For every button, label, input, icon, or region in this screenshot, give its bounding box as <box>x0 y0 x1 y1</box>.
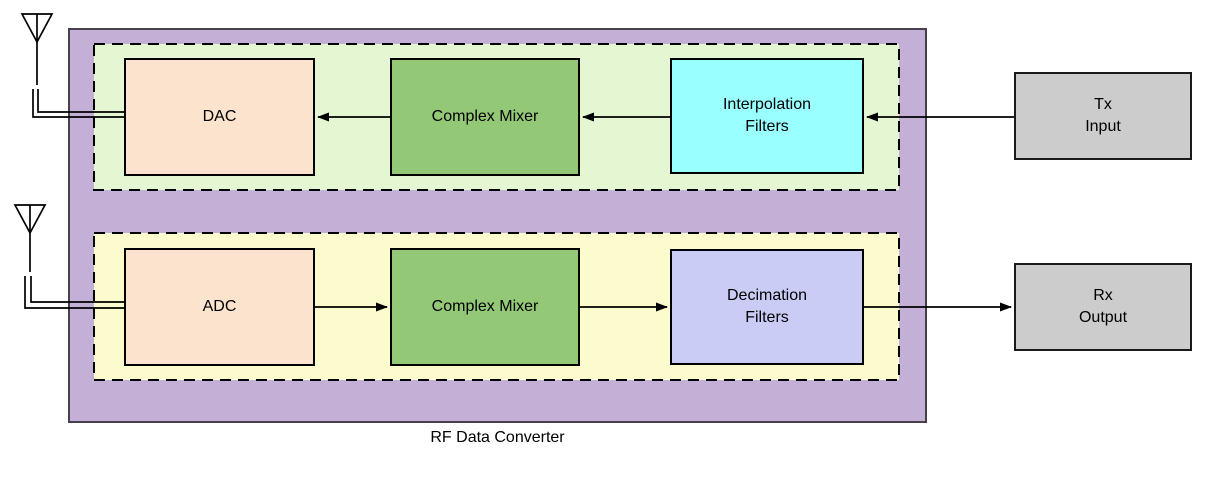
block-label: Rx <box>1093 287 1113 305</box>
block-label: Filters <box>745 118 789 135</box>
tx-complex-mixer-block: Complex Mixer <box>390 58 580 176</box>
dac-block: DAC <box>124 58 315 176</box>
decimation-filters-block: Decimation Filters <box>670 249 864 365</box>
adc-block: ADC <box>124 248 315 366</box>
block-label: Interpolation <box>722 96 812 114</box>
rx-output-block: Rx Output <box>1014 263 1192 351</box>
tx-input-block: Tx Input <box>1014 72 1192 160</box>
block-label: Input <box>1085 118 1121 135</box>
interpolation-filters-block: Interpolation Filters <box>670 58 864 174</box>
block-label: ADC <box>202 298 237 316</box>
block-label: Complex Mixer <box>431 298 539 316</box>
block-label: Filters <box>745 309 789 326</box>
block-label: Tx <box>1094 96 1112 114</box>
block-label: Complex Mixer <box>431 108 539 126</box>
rx-complex-mixer-block: Complex Mixer <box>390 248 580 366</box>
block-label: DAC <box>202 108 237 126</box>
block-label: Output <box>1078 309 1128 326</box>
block-label: Decimation <box>726 287 808 305</box>
diagram-caption: RF Data Converter <box>430 429 565 446</box>
